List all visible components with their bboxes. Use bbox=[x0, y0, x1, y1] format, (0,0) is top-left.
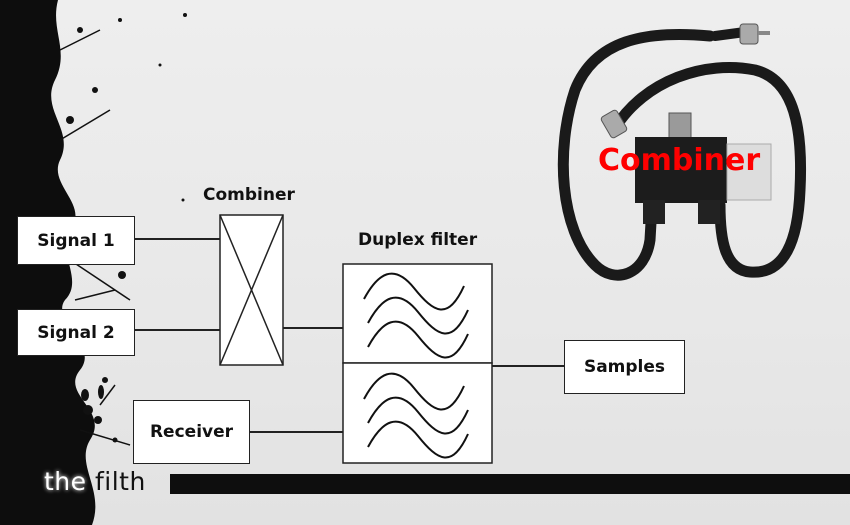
sine-wave-icon-lower bbox=[363, 372, 469, 459]
combiner-title: Combiner bbox=[203, 185, 295, 205]
signal-2-label: Signal 2 bbox=[37, 322, 115, 343]
sine-wave-icon-upper bbox=[363, 272, 469, 359]
samples-label: Samples bbox=[583, 357, 666, 377]
wire-receiver-duplex bbox=[250, 431, 343, 433]
samples-node: Samples bbox=[564, 340, 685, 394]
brand-word-filth: filth bbox=[94, 467, 146, 496]
combiner-photo-caption: Combiner bbox=[598, 143, 761, 178]
signal-2-node: Signal 2 bbox=[17, 309, 135, 356]
receiver-label: Receiver bbox=[149, 422, 234, 442]
combiner-symbol bbox=[219, 214, 284, 366]
combiner-photo bbox=[557, 23, 807, 281]
duplex-filter-symbol bbox=[342, 263, 493, 464]
duplex-filter-upper bbox=[342, 263, 493, 364]
wire-signal2-combiner bbox=[135, 329, 220, 331]
brand-logo: the filth bbox=[44, 467, 146, 496]
brand-word-the: the bbox=[44, 467, 87, 496]
signal-1-node: Signal 1 bbox=[17, 216, 135, 265]
duplex-filter-lower bbox=[342, 362, 493, 464]
wire-signal1-combiner bbox=[135, 238, 220, 240]
wire-duplex-samples bbox=[492, 365, 566, 367]
footer-bar bbox=[170, 474, 850, 494]
wire-combiner-duplex bbox=[283, 327, 343, 329]
duplex-filter-title: Duplex filter bbox=[358, 230, 478, 250]
signal-1-label: Signal 1 bbox=[37, 230, 115, 251]
receiver-node: Receiver bbox=[133, 400, 250, 464]
